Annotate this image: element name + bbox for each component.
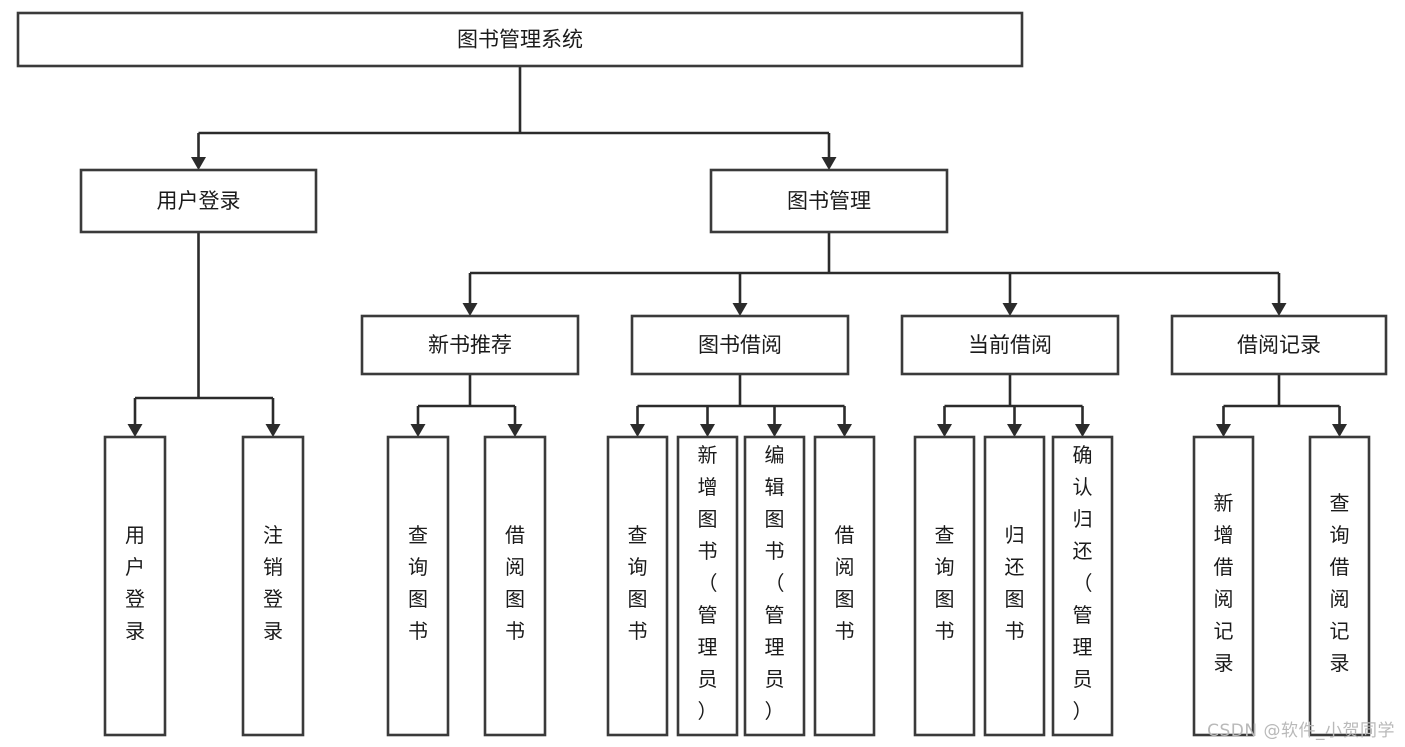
node-label-leaf-query-book-recommend: 查询图书	[408, 523, 428, 643]
connector-layer	[127, 66, 1347, 437]
connector-book-management-to-book-borrow-head	[732, 303, 748, 316]
node-box-leaf-query-book-borrow	[606, 435, 669, 737]
node-leaf-edit-book-admin[interactable]: 编辑图书（管理员）	[743, 435, 806, 737]
node-box-leaf-user-login	[103, 435, 167, 737]
node-box-leaf-add-book-admin	[676, 435, 739, 737]
connector-book-borrow-to-leaf-edit-book-admin-head	[767, 424, 782, 437]
connector-current-borrow-to-leaf-confirm-return-admin-head	[1075, 424, 1090, 437]
node-label-book-borrow: 图书借阅	[698, 333, 782, 357]
node-root[interactable]: 图书管理系统	[16, 11, 1024, 68]
node-label-current-borrow: 当前借阅	[968, 333, 1052, 357]
node-new-book-recommend[interactable]: 新书推荐	[360, 314, 580, 376]
node-box-user-login	[79, 168, 318, 234]
node-user-login[interactable]: 用户登录	[79, 168, 318, 234]
node-box-leaf-confirm-return-admin	[1051, 435, 1114, 737]
node-box-new-book-recommend	[360, 314, 580, 376]
connector-current-borrow-to-leaf-return-book-head	[1007, 424, 1022, 437]
node-label-leaf-confirm-return-admin: 确认归还（管理员）	[1073, 443, 1093, 723]
node-label-leaf-query-book-borrow: 查询图书	[628, 523, 648, 643]
node-label-new-book-recommend: 新书推荐	[428, 333, 512, 357]
connector-user-login-to-leaf-user-login-head	[127, 424, 143, 437]
node-label-leaf-logout-login: 注销登录	[263, 523, 283, 643]
node-box-book-management	[709, 168, 949, 234]
node-leaf-return-book[interactable]: 归还图书	[983, 435, 1046, 737]
connector-book-borrow-to-leaf-query-book-borrow-head	[630, 424, 645, 437]
connector-new-book-recommend-to-leaf-query-book-recommend-head	[410, 424, 426, 437]
node-label-leaf-borrow-book-recommend: 借阅图书	[505, 523, 525, 643]
node-box-borrow-record	[1170, 314, 1388, 376]
node-box-current-borrow	[900, 314, 1120, 376]
node-leaf-logout-login[interactable]: 注销登录	[241, 435, 305, 737]
connector-borrow-record-to-leaf-add-borrow-record-head	[1216, 424, 1231, 437]
node-box-leaf-add-borrow-record	[1192, 435, 1255, 737]
connector-book-borrow-to-leaf-borrow-book-head	[837, 424, 852, 437]
node-box-leaf-logout-login	[241, 435, 305, 737]
node-label-leaf-borrow-book: 借阅图书	[835, 523, 855, 643]
connector-root-to-user-login-head	[191, 157, 206, 170]
node-leaf-user-login[interactable]: 用户登录	[103, 435, 167, 737]
node-borrow-record[interactable]: 借阅记录	[1170, 314, 1388, 376]
connector-book-management-to-borrow-record-head	[1271, 303, 1287, 316]
node-label-leaf-add-book-admin: 新增图书（管理员）	[698, 443, 718, 723]
node-label-borrow-record: 借阅记录	[1237, 333, 1321, 357]
node-book-management[interactable]: 图书管理	[709, 168, 949, 234]
node-leaf-borrow-book-recommend[interactable]: 借阅图书	[483, 435, 547, 737]
node-label-leaf-edit-book-admin: 编辑图书（管理员）	[765, 443, 785, 723]
node-label-user-login: 用户登录	[157, 189, 241, 213]
connector-book-borrow-to-leaf-add-book-admin-head	[700, 424, 715, 437]
csdn-watermark: CSDN @软件_小贺同学	[1207, 721, 1395, 741]
connector-new-book-recommend-to-leaf-borrow-book-recommend-head	[507, 424, 523, 437]
node-layer: 图书管理系统用户登录图书管理新书推荐图书借阅当前借阅借阅记录用户登录注销登录查询…	[16, 11, 1388, 737]
connector-root-to-book-management-head	[821, 157, 837, 170]
node-leaf-borrow-book[interactable]: 借阅图书	[813, 435, 876, 737]
node-label-leaf-add-borrow-record: 新增借阅记录	[1214, 491, 1234, 675]
node-box-leaf-edit-book-admin	[743, 435, 806, 737]
connector-book-management-to-new-book-recommend-head	[462, 303, 478, 316]
node-box-root	[16, 11, 1024, 68]
node-label-leaf-query-book-current: 查询图书	[935, 523, 955, 643]
node-label-leaf-query-borrow-record: 查询借阅记录	[1330, 491, 1350, 675]
node-leaf-query-book-recommend[interactable]: 查询图书	[386, 435, 450, 737]
node-box-leaf-query-book-recommend	[386, 435, 450, 737]
node-label-leaf-return-book: 归还图书	[1005, 523, 1025, 643]
node-leaf-add-book-admin[interactable]: 新增图书（管理员）	[676, 435, 739, 737]
node-label-leaf-user-login: 用户登录	[125, 523, 145, 643]
node-box-leaf-return-book	[983, 435, 1046, 737]
node-leaf-add-borrow-record[interactable]: 新增借阅记录	[1192, 435, 1255, 737]
node-book-borrow[interactable]: 图书借阅	[630, 314, 850, 376]
node-leaf-query-book-borrow[interactable]: 查询图书	[606, 435, 669, 737]
node-label-book-management: 图书管理	[787, 189, 871, 213]
node-leaf-confirm-return-admin[interactable]: 确认归还（管理员）	[1051, 435, 1114, 737]
node-leaf-query-book-current[interactable]: 查询图书	[913, 435, 976, 737]
connector-borrow-record-to-leaf-query-borrow-record-head	[1332, 424, 1347, 437]
node-box-leaf-borrow-book	[813, 435, 876, 737]
connector-user-login-to-leaf-logout-login-head	[265, 424, 281, 437]
connector-book-management-to-current-borrow-head	[1002, 303, 1018, 316]
node-current-borrow[interactable]: 当前借阅	[900, 314, 1120, 376]
node-box-leaf-query-book-current	[913, 435, 976, 737]
node-label-root: 图书管理系统	[457, 28, 583, 52]
node-leaf-query-borrow-record[interactable]: 查询借阅记录	[1308, 435, 1371, 737]
node-box-book-borrow	[630, 314, 850, 376]
node-box-leaf-borrow-book-recommend	[483, 435, 547, 737]
connector-current-borrow-to-leaf-query-book-current-head	[937, 424, 952, 437]
node-box-leaf-query-borrow-record	[1308, 435, 1371, 737]
